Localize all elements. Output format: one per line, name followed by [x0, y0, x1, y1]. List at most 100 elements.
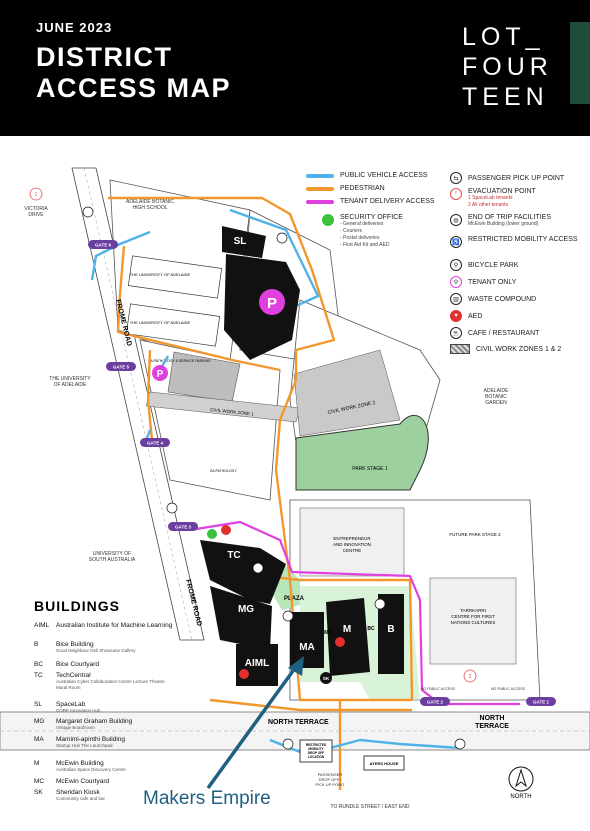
legend-cafe: ☕CAFE / RESTAURANT — [450, 327, 539, 339]
uni-building-1-label: THE UNIVERSITY OF ADELAIDE — [130, 272, 191, 277]
uni-building-2-label: THE UNIVERSITY OF ADELAIDE — [130, 320, 191, 325]
ayers-house-label: AYERS HOUSE — [370, 761, 399, 766]
aed-icon — [335, 637, 345, 647]
parking-marker — [259, 289, 285, 315]
bicycle-icon — [252, 562, 264, 574]
legend-vehicle: PUBLIC VEHICLE ACCESS — [306, 172, 428, 179]
pointer-arrow-line — [206, 662, 300, 790]
logo-accent-bar — [570, 22, 590, 104]
pointer-arrow-head — [288, 656, 304, 676]
bicycle-icon — [454, 738, 466, 750]
gate-2 — [420, 697, 450, 706]
svg-text:GATE 1: GATE 1 — [533, 700, 549, 705]
gate-5 — [106, 362, 136, 371]
district-map: THE UNIVERSITY OF ADELAIDE THE UNIVERSIT… — [0, 167, 590, 810]
legend-restricted: ♿RESTRICTED MOBILITY ACCESS — [450, 236, 580, 248]
svg-text:GATE 2: GATE 2 — [427, 700, 443, 705]
sa-path-parking-label: SA PATHOLOGY & SERVICE PARKING — [148, 359, 211, 363]
legend-civil: CIVIL WORK ZONES 1 & 2 — [450, 344, 561, 354]
building-bc: BC — [367, 626, 375, 632]
evac-num-2: 2 — [469, 674, 472, 680]
civil-work-zone-2 — [293, 349, 401, 437]
bin-icon: ▥ — [450, 293, 462, 305]
plaza-label: PLAZA — [284, 596, 305, 602]
civil-zone-swatch — [450, 344, 470, 354]
legend-pedestrian: PEDESTRIAN — [306, 185, 385, 192]
ayers-house-box — [363, 755, 405, 771]
building-aiml: AIML — [245, 658, 269, 669]
tarrkarri-site — [429, 577, 517, 665]
legend-delivery: TENANT DELIVERY ACCESS — [306, 198, 435, 205]
aed-icon — [239, 669, 249, 679]
evacuation-icon — [463, 669, 477, 683]
svg-text:GATE 6: GATE 6 — [95, 243, 111, 248]
north-arrow-icon — [508, 766, 534, 792]
buildings-title: BUILDINGS — [34, 598, 120, 614]
legend-pickup: ⇆PASSENGER PICK UP POINT — [450, 172, 564, 184]
caption-makers-empire: Makers Empire — [143, 788, 271, 809]
accessible-icon: ♿ — [450, 236, 462, 248]
security-office-icon — [207, 529, 217, 539]
park-stage-1 — [295, 415, 429, 491]
car-icon: ⇆ — [450, 172, 462, 184]
building-m: M — [343, 624, 351, 635]
north-arrow: NORTH — [508, 766, 534, 800]
shower-icon: ◍ — [450, 214, 462, 226]
bicycle-icon — [276, 232, 288, 244]
evacuation-icon — [29, 187, 43, 201]
building-mg: MG — [238, 604, 254, 615]
bicycle-icon — [166, 502, 178, 514]
legend-tenant-only: ⚲TENANT ONLY — [450, 276, 516, 288]
svg-text:GATE 4: GATE 4 — [147, 441, 163, 446]
bicycle-icon — [282, 610, 294, 622]
header: JUNE 2023 DISTRICT ACCESS MAP LOT_ FOUR … — [0, 0, 590, 136]
tenant-only-icon: ⚲ — [450, 276, 462, 288]
north-terrace-label-1: NORTH TERRACE — [268, 719, 329, 726]
building-ma: MA — [299, 642, 315, 653]
page-title: DISTRICT ACCESS MAP — [36, 42, 232, 103]
legend-aed: ♥AED — [450, 310, 482, 322]
security-office-icon — [322, 214, 334, 226]
svg-text:GATE 3: GATE 3 — [175, 525, 191, 530]
bicycle-icon — [82, 206, 94, 218]
bicycle-icon: ⚲ — [450, 259, 462, 271]
pedestrian-routes — [108, 196, 414, 790]
future-park-label: FUTURE PARK STAGE 2 — [449, 532, 501, 537]
legend-security: SECURITY OFFICE - General deliveries - C… — [322, 214, 403, 249]
parking-p: P — [267, 295, 277, 312]
sa-pathology-label: SA PATHOLOGY — [210, 469, 237, 473]
no-public-access-1: NO PUBLIC ACCESS — [421, 687, 456, 691]
aed-icon: ♥ — [450, 310, 462, 322]
evacuation-icon: ! — [450, 188, 462, 200]
no-public-access-2: NO PUBLIC ACCESS — [491, 687, 526, 691]
date: JUNE 2023 — [36, 20, 113, 35]
building-mc: MC — [324, 630, 332, 636]
legend-waste: ▥WASTE COMPOUND — [450, 293, 536, 305]
rundle-label: TO RUNDLE STREET / EAST END — [331, 804, 410, 810]
bicycle-icon — [374, 598, 386, 610]
gate-4 — [140, 438, 170, 447]
svg-text:GATE 5: GATE 5 — [113, 365, 129, 370]
building-b: B — [387, 624, 394, 635]
civil-zone-1-label: CIVIL WORK ZONE 1 — [210, 407, 255, 417]
building-tc: TC — [227, 550, 240, 561]
gate-6 — [88, 240, 118, 249]
building-sk: SK — [323, 676, 330, 681]
evac-num-1: 1 — [35, 192, 38, 198]
building-sl: SL — [234, 236, 247, 247]
bicycle-icon — [282, 738, 294, 750]
eic-site — [299, 507, 405, 577]
cafe-icon: ☕ — [450, 327, 462, 339]
park-stage-1-label: PARK STAGE 1 — [352, 466, 388, 472]
